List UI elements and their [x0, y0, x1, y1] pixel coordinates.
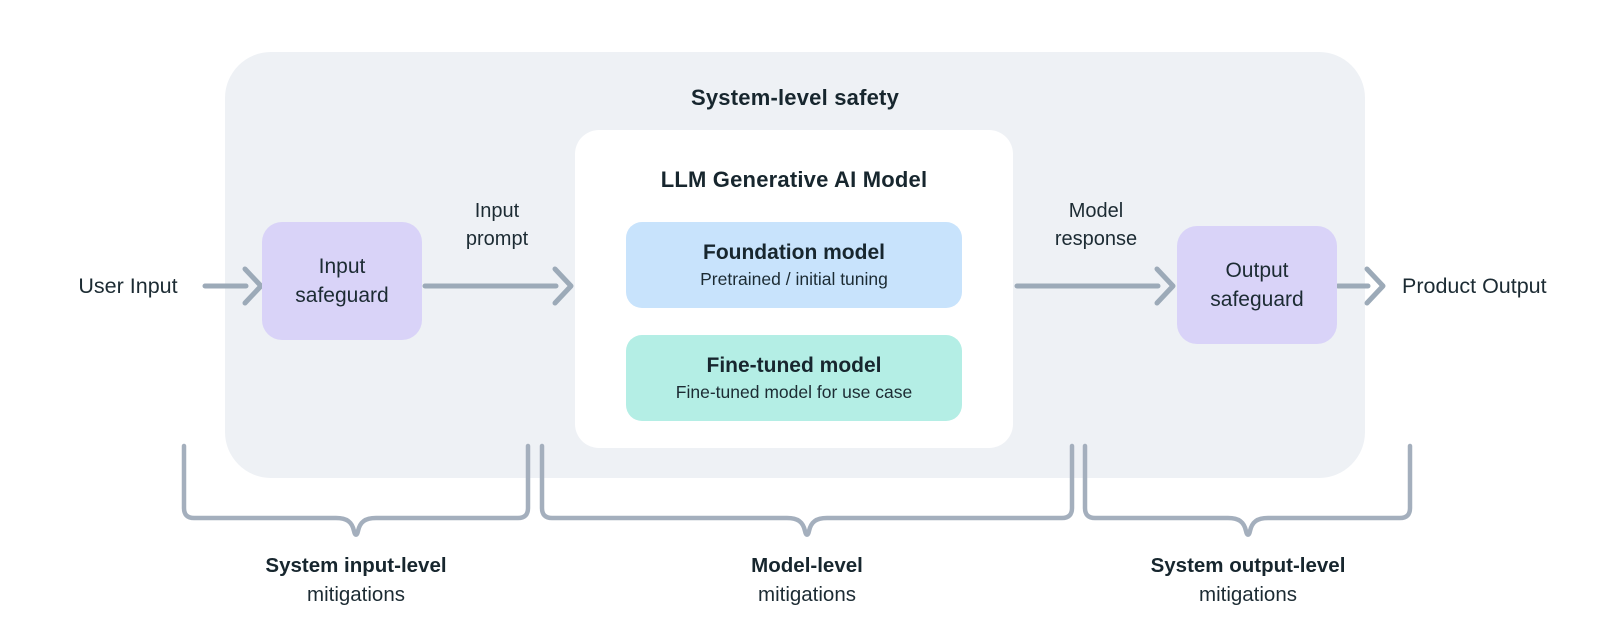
system-output-level-label-subtitle: mitigations — [1199, 583, 1297, 606]
output-safeguard-label-line2: safeguard — [1210, 288, 1304, 311]
foundation-model-subtitle: Pretrained / initial tuning — [700, 269, 888, 289]
system-input-level-label-subtitle: mitigations — [307, 583, 405, 606]
input-prompt-line1: Input — [474, 200, 520, 222]
model-level-label-subtitle: mitigations — [758, 583, 856, 606]
fine-tuned-model-subtitle: Fine-tuned model for use case — [675, 382, 913, 402]
llm-model-title: LLM Generative AI Model — [660, 167, 928, 192]
model-response-line1: Model — [1068, 200, 1124, 222]
system-level-safety-title: System-level safety — [690, 85, 900, 110]
fine-tuned-model-title: Fine-tuned model — [706, 354, 882, 377]
input-safeguard-label-line1: Input — [318, 255, 366, 278]
foundation-model-card: Foundation model Pretrained / initial tu… — [626, 222, 962, 308]
system-output-level-mitigations-label: System output-level mitigations — [1088, 551, 1408, 609]
fine-tuned-model-card: Fine-tuned model Fine-tuned model for us… — [626, 335, 962, 421]
model-response-label: Model response — [996, 197, 1196, 253]
input-safeguard-box: Input safeguard — [262, 222, 422, 340]
model-response-line2: response — [1054, 228, 1138, 250]
foundation-model-title: Foundation model — [703, 241, 885, 264]
system-input-level-label-title: System input-level — [265, 554, 447, 577]
model-level-mitigations-label: Model-level mitigations — [647, 551, 967, 609]
system-output-level-label-title: System output-level — [1150, 554, 1346, 577]
llm-generative-ai-model-box: LLM Generative AI Model Foundation model… — [575, 130, 1013, 448]
model-level-label-title: Model-level — [751, 554, 863, 577]
output-safeguard-box: Output safeguard — [1177, 226, 1337, 344]
system-input-level-mitigations-label: System input-level mitigations — [196, 551, 516, 609]
input-prompt-label: Input prompt — [397, 197, 597, 253]
output-safeguard-label-line1: Output — [1225, 259, 1289, 282]
user-input-label: User Input — [78, 274, 178, 298]
product-output-label: Product Output — [1402, 274, 1547, 298]
input-prompt-line2: prompt — [465, 228, 529, 250]
input-safeguard-label-line2: safeguard — [295, 284, 389, 307]
